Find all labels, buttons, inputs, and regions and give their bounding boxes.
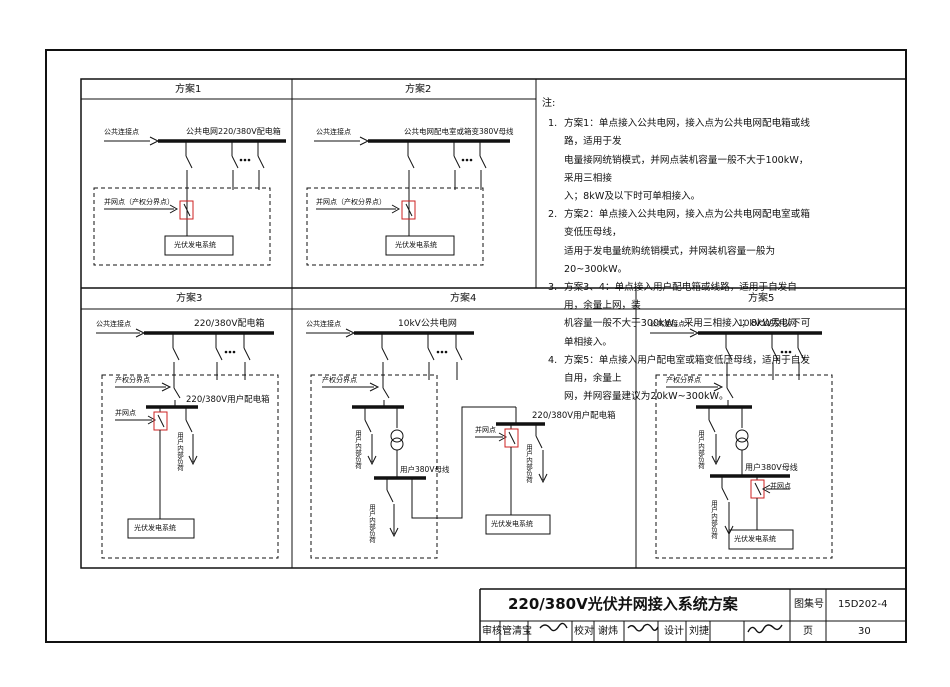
panel-5-diagram bbox=[650, 328, 833, 559]
title-block-frame bbox=[479, 588, 906, 642]
p2-grid-point: 并网点（产权分界点） bbox=[316, 198, 386, 206]
p4-user-bus: 用户380V母线 bbox=[400, 465, 450, 474]
p4-load-1: 用户内部负荷 bbox=[353, 430, 362, 469]
p4-load-2: 用户内部负荷 bbox=[367, 504, 376, 543]
review-label: 审核 bbox=[482, 626, 502, 637]
p5-load-2: 用户内部负荷 bbox=[709, 500, 718, 539]
p5-bus-label: 10kV公共电网 bbox=[738, 319, 797, 329]
p5-utility-point: 公共连接点 bbox=[650, 320, 685, 328]
page-label: 页 bbox=[803, 626, 813, 637]
panel-4-diagram bbox=[306, 328, 551, 559]
p5-pv-system: 光伏发电系统 bbox=[734, 535, 776, 543]
note-1-line-3: 入；8kW及以下时可单相接入。 bbox=[564, 191, 701, 203]
design-label: 设计 bbox=[664, 626, 684, 637]
p2-pv-system: 光伏发电系统 bbox=[395, 241, 437, 249]
note-1-line-1: 方案1：单点接入公共电网，接入点为公共电网配电箱或线路，适用于发 bbox=[564, 118, 810, 148]
p4-boundary: 产权分界点 bbox=[322, 376, 357, 384]
p3-grid-point: 并网点 bbox=[115, 409, 136, 417]
p4-pv-system: 光伏发电系统 bbox=[491, 520, 533, 528]
page-number: 30 bbox=[858, 626, 871, 637]
panel-2-diagram bbox=[306, 136, 510, 266]
p3-pv-system: 光伏发电系统 bbox=[134, 524, 176, 532]
note-item-4: 4. 方案5：单点接入用户配电室或箱变低压母线，适用于自发自用，余量上 网，并网… bbox=[542, 352, 812, 407]
p4-bus-label: 10kV公共电网 bbox=[398, 319, 457, 329]
note-3-line-2: 机容量一般不大于300kW，采用三相接入；8kW及以下可单相接入。 bbox=[564, 318, 811, 348]
p1-pv-system: 光伏发电系统 bbox=[174, 241, 216, 249]
p2-utility-point: 公共连接点 bbox=[316, 128, 351, 136]
p4-utility-point: 公共连接点 bbox=[306, 320, 341, 328]
p5-user-bus: 用户380V母线 bbox=[745, 463, 798, 472]
p4-load-3: 用户内部负荷 bbox=[524, 444, 533, 483]
note-3-line-1: 方案3、4：单点接入用户配电箱或线路，适用于自发自用，余量上网，装 bbox=[564, 282, 797, 312]
p3-user-bus: 220/380V用户配电箱 bbox=[186, 395, 270, 405]
diagram-frame bbox=[80, 78, 907, 569]
panel-1-title: 方案1 bbox=[175, 84, 202, 95]
p3-utility-point: 公共连接点 bbox=[96, 320, 131, 328]
notes-block: 注: 1. 方案1：单点接入公共电网，接入点为公共电网配电箱或线路，适用于发 电… bbox=[542, 95, 812, 406]
atlas-number: 15D202-4 bbox=[838, 599, 888, 610]
note-4-line-2: 网，并网容量建议为20kW~300kW。 bbox=[564, 391, 729, 403]
signature-reviewer bbox=[539, 622, 568, 632]
note-4-line-1: 方案5：单点接入用户配电室或箱变低压母线，适用于自发自用，余量上 bbox=[564, 354, 810, 385]
p3-bus-label: 220/380V配电箱 bbox=[194, 319, 265, 329]
p4-box-bus: 220/380V用户配电箱 bbox=[532, 411, 616, 421]
p1-grid-point: 并网点（产权分界点） bbox=[104, 198, 174, 206]
note-1-num: 1. bbox=[548, 118, 558, 130]
note-item-3: 3. 方案3、4：单点接入用户配电箱或线路，适用于自发自用，余量上网，装 机容量… bbox=[542, 279, 812, 352]
note-3-num: 3. bbox=[548, 282, 558, 294]
note-1-line-2: 电量接网统销模式，并网点装机容量一般不大于100kW，采用三相接 bbox=[564, 154, 809, 184]
panel-1-diagram bbox=[93, 136, 286, 266]
atlas-label: 图集号 bbox=[794, 599, 824, 610]
panel-5-title: 方案5 bbox=[748, 293, 775, 304]
note-2-line-2: 适用于发电量统购统销模式，并网装机容量一般为20~300kW。 bbox=[564, 245, 776, 275]
note-item-1: 1. 方案1：单点接入公共电网，接入点为公共电网配电箱或线路，适用于发 电量接网… bbox=[542, 115, 812, 206]
signature-checker bbox=[627, 623, 659, 632]
p3-load: 用户内部负荷 bbox=[175, 432, 184, 471]
panel-3-diagram bbox=[96, 328, 279, 559]
note-2-line-1: 方案2：单点接入公共电网，接入点为公共电网配电室或箱变低压母线， bbox=[564, 209, 810, 239]
p5-grid-point: 并网点 bbox=[770, 482, 791, 490]
designer-name: 刘捷 bbox=[689, 626, 709, 637]
panel-3-title: 方案3 bbox=[176, 293, 203, 304]
checker-name: 谢炜 bbox=[598, 626, 618, 637]
p5-load-1: 用户内部负荷 bbox=[696, 430, 705, 469]
p1-utility-point: 公共连接点 bbox=[104, 128, 139, 136]
panel-2-title: 方案2 bbox=[405, 84, 432, 95]
p4-grid-point: 并网点 bbox=[475, 426, 496, 434]
p5-boundary: 产权分界点 bbox=[666, 376, 701, 384]
signature-designer bbox=[747, 624, 783, 634]
panel-4-title: 方案4 bbox=[450, 293, 477, 304]
check-label: 校对 bbox=[574, 626, 594, 637]
note-4-num: 4. bbox=[548, 354, 558, 366]
signature-marks bbox=[539, 622, 783, 634]
p2-bus-label: 公共电网配电室或箱变380V母线 bbox=[404, 127, 514, 136]
reviewer-name: 管清宝 bbox=[502, 626, 532, 637]
notes-heading: 注: bbox=[542, 98, 556, 109]
p1-bus-label: 公共电网220/380V配电箱 bbox=[186, 127, 281, 136]
note-2-num: 2. bbox=[548, 209, 558, 221]
drawing-title: 220/380V光伏并网接入系统方案 bbox=[508, 595, 738, 613]
p3-boundary: 产权分界点 bbox=[115, 376, 150, 384]
ellipsis-dots bbox=[224, 158, 792, 354]
note-item-2: 2. 方案2：单点接入公共电网，接入点为公共电网配电室或箱变低压母线， 适用于发… bbox=[542, 206, 812, 279]
